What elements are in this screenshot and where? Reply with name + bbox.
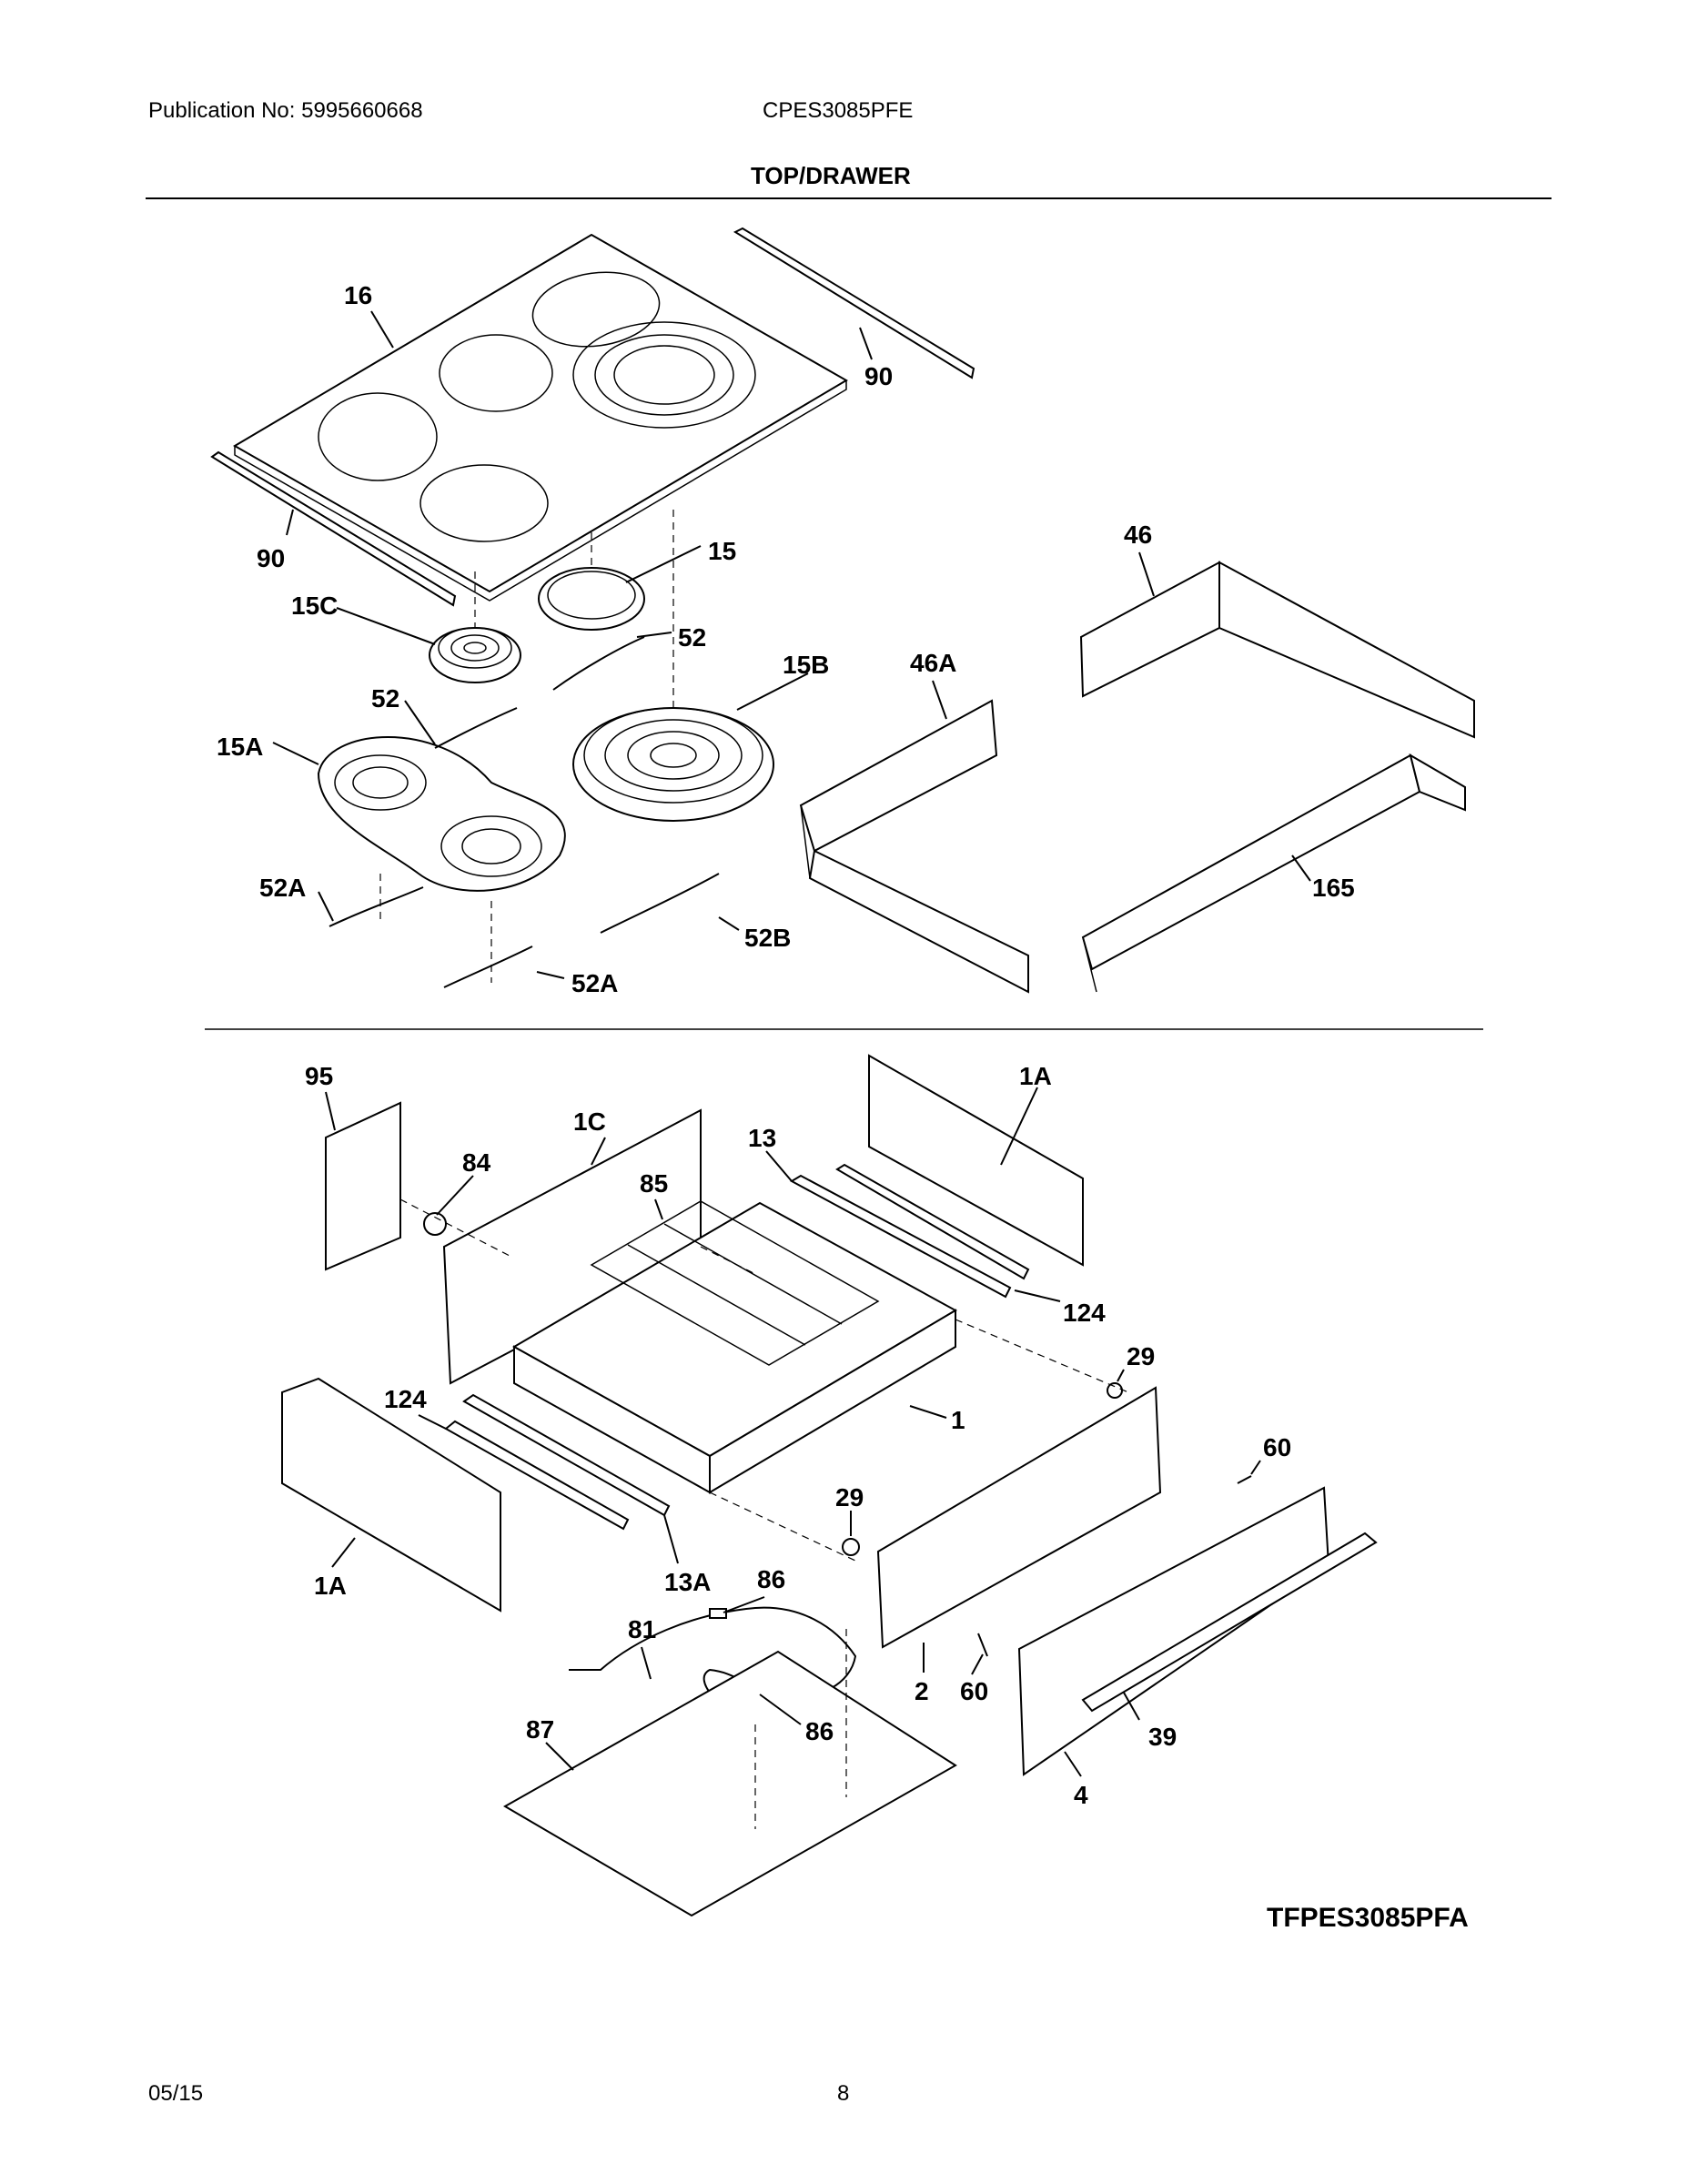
callout-1a-top: 1A bbox=[1019, 1062, 1052, 1090]
side-panel-1a-bottom bbox=[281, 1377, 501, 1613]
footer-date: 05/15 bbox=[148, 2081, 204, 2106]
clip-52-upper bbox=[552, 636, 645, 691]
callout-1c: 1C bbox=[573, 1107, 606, 1136]
callout-87: 87 bbox=[526, 1715, 554, 1744]
heating-element-15b bbox=[572, 707, 774, 822]
frame-165 bbox=[1081, 753, 1466, 993]
model-number: CPES3085PFE bbox=[763, 98, 914, 123]
screw-60-upper bbox=[1237, 1475, 1252, 1484]
callout-81: 81 bbox=[628, 1615, 656, 1643]
callout-16: 16 bbox=[344, 281, 372, 309]
callout-52-upper: 52 bbox=[678, 623, 706, 652]
callout-15: 15 bbox=[708, 537, 736, 565]
callout-46a: 46A bbox=[910, 649, 956, 677]
frame-46 bbox=[1079, 561, 1475, 739]
screw-60-lower bbox=[977, 1633, 988, 1657]
drawer-front-panel-2 bbox=[876, 1386, 1162, 1649]
callout-1: 1 bbox=[951, 1406, 965, 1434]
callout-90-front: 90 bbox=[257, 544, 285, 572]
callout-2: 2 bbox=[915, 1677, 929, 1705]
callout-15b: 15B bbox=[783, 651, 829, 679]
callout-15c: 15C bbox=[291, 592, 338, 620]
callout-52a-bottom: 52A bbox=[571, 969, 618, 997]
rail-13 bbox=[789, 1174, 1012, 1299]
slide-124-upper bbox=[835, 1163, 1030, 1280]
callout-1a-bottom: 1A bbox=[314, 1572, 347, 1600]
figure-id: TFPES3085PFA bbox=[1267, 1903, 1469, 1933]
callout-52a-left: 52A bbox=[259, 874, 306, 902]
callout-15a: 15A bbox=[217, 733, 263, 761]
spacer-29-upper bbox=[1107, 1382, 1123, 1399]
callout-29-lower: 29 bbox=[835, 1483, 864, 1512]
cooktop-glass bbox=[233, 233, 848, 602]
callout-86-upper: 86 bbox=[757, 1565, 785, 1593]
wire-rack-85 bbox=[590, 1200, 880, 1366]
rear-trim-strip bbox=[733, 227, 975, 379]
callout-leaders bbox=[272, 310, 1311, 1777]
callout-95: 95 bbox=[305, 1062, 333, 1090]
callout-165: 165 bbox=[1312, 874, 1355, 902]
frame-46a bbox=[799, 699, 1029, 994]
heating-element-15c bbox=[429, 627, 521, 683]
heating-element-15 bbox=[538, 567, 645, 631]
callout-13a: 13A bbox=[664, 1568, 711, 1596]
section-title: TOP/DRAWER bbox=[751, 162, 911, 189]
bracket-95 bbox=[325, 1101, 401, 1271]
callout-84: 84 bbox=[462, 1148, 491, 1177]
clip-52a-left bbox=[329, 886, 424, 927]
callout-86-lower: 86 bbox=[805, 1717, 834, 1745]
drawer-handle-39 bbox=[1081, 1532, 1378, 1713]
callout-124-lower: 124 bbox=[384, 1385, 427, 1413]
clip-52a-bottom bbox=[443, 945, 533, 988]
header-rule bbox=[146, 197, 1552, 199]
rail-13a bbox=[462, 1393, 671, 1517]
callout-52b: 52B bbox=[744, 924, 791, 952]
heating-element-15a bbox=[317, 736, 566, 892]
slide-124-lower bbox=[444, 1420, 630, 1531]
callout-60-upper: 60 bbox=[1263, 1433, 1291, 1461]
clip-52b bbox=[600, 873, 720, 934]
front-trim-strip bbox=[210, 450, 457, 607]
callout-29-upper: 29 bbox=[1127, 1342, 1155, 1370]
callout-85: 85 bbox=[640, 1169, 668, 1198]
callout-13: 13 bbox=[748, 1124, 776, 1152]
callout-124-upper: 124 bbox=[1063, 1299, 1106, 1327]
callout-4: 4 bbox=[1074, 1781, 1088, 1809]
callout-60-lower: 60 bbox=[960, 1677, 988, 1705]
publication-number: Publication No: 5995660668 bbox=[148, 98, 423, 123]
bake-element-81 bbox=[569, 1606, 857, 1725]
spacer-29-lower bbox=[842, 1538, 860, 1556]
callout-46: 46 bbox=[1124, 521, 1152, 549]
bracket-86-upper bbox=[709, 1608, 727, 1619]
bottom-panel-87 bbox=[502, 1650, 957, 1917]
page-number: 8 bbox=[837, 2081, 850, 2106]
callout-39: 39 bbox=[1148, 1723, 1177, 1751]
clip-52-lower bbox=[434, 707, 518, 749]
side-panel-1a-top bbox=[868, 1054, 1084, 1267]
callout-90-rear: 90 bbox=[864, 362, 893, 390]
callout-52-lower: 52 bbox=[371, 684, 399, 713]
thermostat-84 bbox=[423, 1212, 447, 1236]
